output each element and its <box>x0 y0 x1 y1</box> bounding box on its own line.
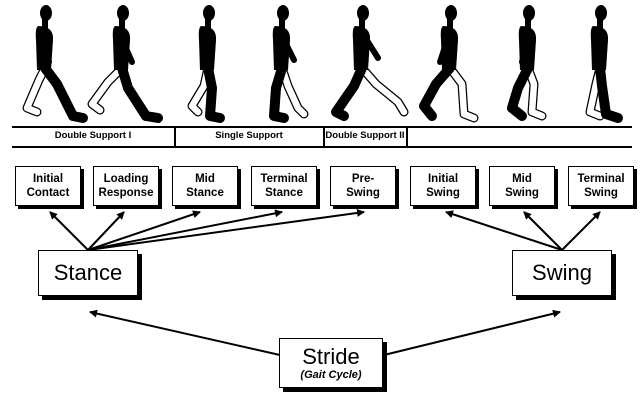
phase-box-mid-swing: Mid Swing <box>489 166 555 206</box>
arrow-to-initial-swing <box>445 210 563 251</box>
arrow-to-mid-swing <box>523 211 563 251</box>
phase-line2: Swing <box>426 187 460 199</box>
phase-box-terminal-stance: Terminal Stance <box>251 166 317 206</box>
support-label-double-support-1: Double Support I <box>54 130 132 141</box>
arrow-to-pre-swing <box>87 208 365 251</box>
stance-box: Stance <box>38 250 138 296</box>
arrow-to-initial-contact <box>49 211 89 251</box>
walker-figure-terminal-swing <box>585 5 623 123</box>
phase-line1: Mid <box>195 173 215 185</box>
phase-line1: Terminal <box>260 173 308 185</box>
walker-figure-pre-swing <box>331 5 409 121</box>
arrow-to-mid-stance <box>87 210 201 251</box>
walker-figure-mid-stance <box>187 5 225 123</box>
support-band-bottom-line <box>12 146 632 148</box>
walker-figure-initial-swing <box>419 5 479 123</box>
walker-figure-mid-swing <box>507 5 547 121</box>
arrows <box>49 208 601 356</box>
phase-line2: Swing <box>584 187 618 199</box>
arrow-stride-to-stance <box>89 309 281 356</box>
phase-line2: Swing <box>505 187 539 199</box>
support-band-divider <box>406 126 408 148</box>
phase-line2: Stance <box>265 187 303 199</box>
swing-box: Swing <box>512 250 612 296</box>
arrow-to-loading-response <box>87 211 125 251</box>
stride-box: Stride (Gait Cycle) <box>279 338 383 388</box>
phase-line2: Response <box>98 187 154 199</box>
phase-line2: Contact <box>26 187 70 199</box>
support-band-top-line <box>12 126 632 128</box>
support-band-divider <box>323 126 325 148</box>
stride-title: Stride <box>302 343 360 369</box>
support-band-divider <box>174 126 176 148</box>
arrow-stride-to-swing <box>383 309 561 356</box>
phase-line2: Swing <box>346 187 380 199</box>
phase-box-terminal-swing: Terminal Swing <box>568 166 634 206</box>
phase-line1: Initial <box>427 173 459 185</box>
phase-line1: Mid <box>512 173 532 185</box>
arrow-to-terminal-swing <box>561 211 601 251</box>
phase-box-initial-swing: Initial Swing <box>410 166 476 206</box>
phase-box-initial-contact: Initial Contact <box>15 166 81 206</box>
walker-figure-terminal-stance <box>269 5 309 123</box>
walker-figure-loading-response <box>87 5 163 123</box>
walker-figure-initial-contact <box>22 5 88 123</box>
phase-line1: Terminal <box>577 173 625 185</box>
phase-box-mid-stance: Mid Stance <box>172 166 238 206</box>
phase-line1: Loading <box>103 173 149 185</box>
walking-figures <box>22 5 623 123</box>
phase-line1: Pre- <box>351 173 375 185</box>
phase-box-loading-response: Loading Response <box>93 166 159 206</box>
support-label-single-support: Single Support <box>215 130 283 141</box>
support-label-double-support-2: Double Support II <box>325 130 405 141</box>
phase-line1: Initial <box>32 173 64 185</box>
phase-line2: Stance <box>186 187 224 199</box>
stride-subtitle: (Gait Cycle) <box>300 368 362 381</box>
phase-box-pre-swing: Pre- Swing <box>330 166 396 206</box>
arrow-to-terminal-stance <box>87 209 283 251</box>
